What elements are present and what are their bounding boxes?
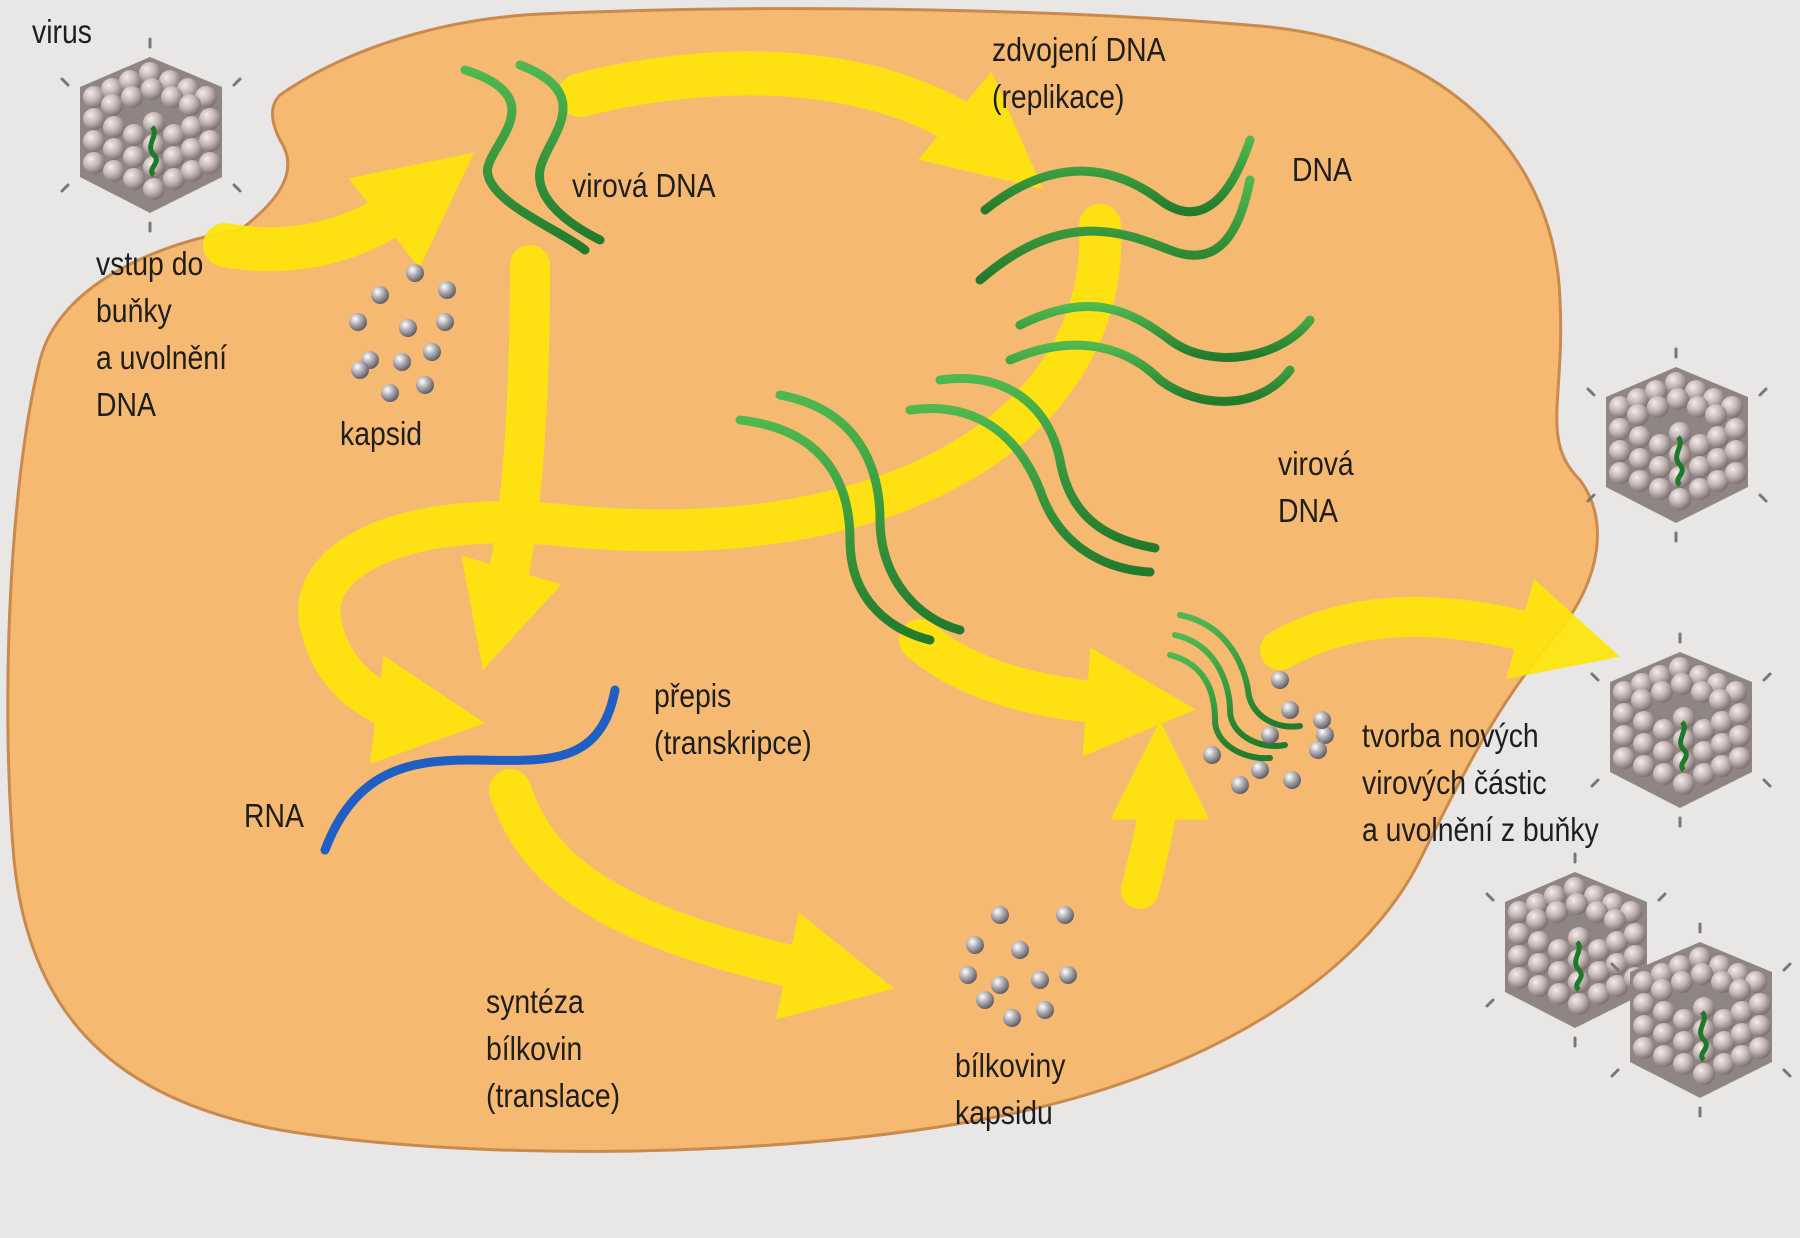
label-dna: DNA — [1292, 146, 1352, 193]
label-replication: zdvojení DNA (replikace) — [992, 26, 1166, 120]
label-virus: virus — [32, 8, 92, 55]
label-entry: vstup do buňky a uvolnění DNA — [96, 240, 227, 428]
label-capsid: kapsid — [340, 410, 422, 457]
label-rna: RNA — [244, 792, 304, 839]
label-viral-dna-right: virová DNA — [1278, 440, 1354, 534]
label-transcription: přepis (transkripce) — [654, 672, 812, 766]
label-capsid-proteins: bílkoviny kapsidu — [955, 1042, 1065, 1136]
label-viral-dna-top: virová DNA — [572, 162, 716, 209]
label-assembly-release: tvorba nových virových částic a uvolnění… — [1362, 712, 1599, 853]
arrow-proteins-to-assembly — [1140, 780, 1160, 890]
label-translation: syntéza bílkovin (translace) — [486, 978, 620, 1119]
